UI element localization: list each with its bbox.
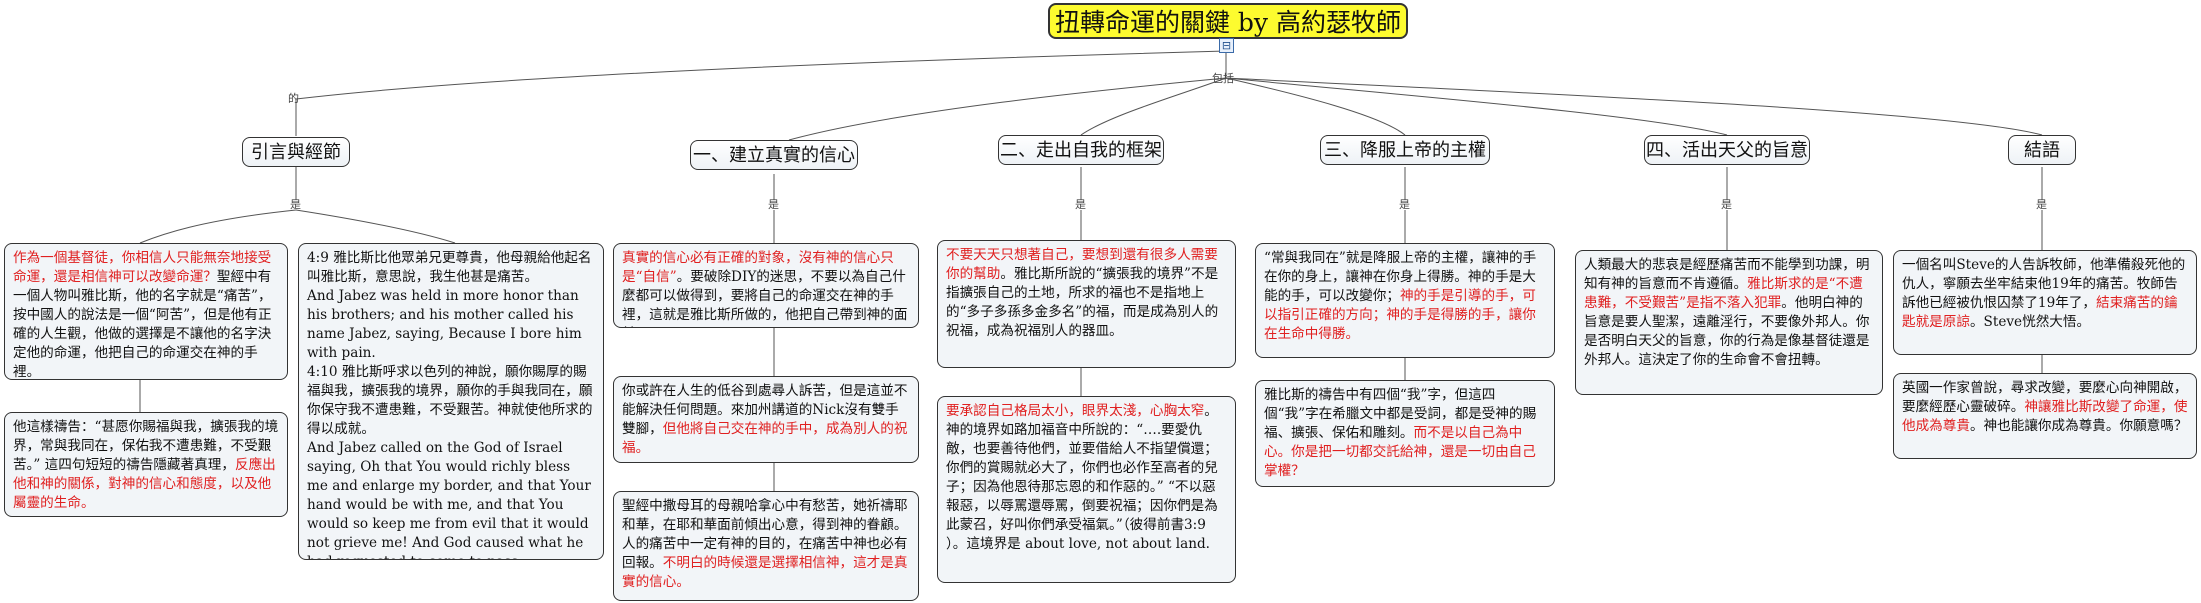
connector-label-is: 是 — [290, 198, 301, 211]
note-text-segment: And Jabez was held in more honor than hi… — [307, 288, 582, 361]
note-text-segment: 聖經中撒母耳的母親哈拿心中有愁苦，她祈禱耶和華，在耶和華面前傾出心意，得到神的眷… — [622, 498, 908, 571]
note-think-of-others[interactable]: 不要天天只想著自己，要想到還有很多人需要你的幫助。雅比斯所說的“擴張我的境界”不… — [937, 240, 1236, 368]
note-text-segment: 。他明白神的旨意是要人聖潔，遠離淫行，不要像外邦人。你是否明白天父的旨意，你的行… — [1584, 295, 1870, 368]
note-change[interactable]: 英國一作家曾說，尋求改變，要麼心向神開啟，要麼經歷心靈破碎。神讓雅比斯改變了命運… — [1893, 373, 2197, 459]
connector-label-is: 是 — [768, 198, 779, 211]
note-faith-object[interactable]: 真實的信心必有正確的對象，沒有神的信心只是“自信”。要破除DIY的迷思，不要以為… — [613, 243, 919, 328]
note-text-segment: 但他將自己交在神的手中，成為別人的祝福。 — [622, 421, 908, 456]
note-text-segment: 。要破除DIY的迷思，不要以為自己什麼都可以做得到，要將自己的命運交在神的手裡，… — [622, 269, 908, 327]
note-text-segment: 人類最大的悲哀是經歷痛苦而不能學到功課，明知有神的旨意而不肯遵循。 — [1584, 257, 1870, 292]
note-jabez-prayer[interactable]: 他這樣禱告：“甚愿你賜福與我，擴張我的境界，常與我同在，保佑我不遭患難，不受艱苦… — [4, 412, 288, 517]
note-nick[interactable]: 你或許在人生的低谷到處尋人訴苦，但是這並不能解決任何問題。來加州講道的Nick沒… — [613, 376, 919, 463]
note-scripture[interactable]: 4:9 雅比斯比他眾弟兄更尊貴，他母親給他起名叫雅比斯，意思說，我生他甚是痛苦。… — [298, 243, 604, 560]
note-text-segment: 要承認自己格局太小，眼界太淺，心胸太窄 — [946, 403, 1205, 419]
note-steve[interactable]: 一個名叫Steve的人告訴牧師，他準備殺死他的仇人，寧願去坐牢結束他19年的痛苦… — [1893, 250, 2197, 355]
note-intro-question[interactable]: 作為一個基督徒，你相信人只能無奈地接受命運，還是相信神可以改變命運？聖經中有一個… — [4, 243, 288, 380]
note-text-segment: 結束痛苦的鑰匙就是原諒 — [1902, 295, 2178, 330]
note-text-segment: 雅比斯求的是“不遭患難，不受艱苦”是指不落入犯罪 — [1584, 276, 1863, 311]
note-love-not-land[interactable]: 要承認自己格局太小，眼界太淺，心胸太窄。神的境界如路加福音中所說的：“….要愛仇… — [937, 396, 1236, 583]
note-text-segment: 。神也能讓你成為尊貴。你願意嗎？ — [1969, 418, 2188, 434]
note-text-segment: 一個名叫Steve的人告訴牧師，他準備殺死他的仇人，寧願去坐牢結束他19年的痛苦… — [1902, 257, 2186, 311]
note-text-segment: And Jabez called on the God of Israel sa… — [307, 440, 591, 559]
note-text-segment: 神讓雅比斯改變了命運，使他成為尊貴 — [1902, 399, 2188, 434]
note-text-segment: 神的手是引導的手，可以指引正確的方向；神的手是得勝的手，讓你在生命中得勝。 — [1264, 288, 1536, 342]
note-text-segment: 4:10 雅比斯呼求以色列的神說，願你賜厚的賜福與我，擴張我的境界，願你的手與我… — [307, 364, 593, 437]
topic-true-faith[interactable]: 一、建立真實的信心 — [690, 140, 858, 170]
note-text-segment: 英國一作家曾說，尋求改變，要麼心向神開啟，要麼經歷心靈破碎。 — [1902, 380, 2188, 415]
note-four-me[interactable]: 雅比斯的禱告中有四個“我”字，但這四個“我”字在希臘文中都是受詞，都是受神的賜福… — [1255, 380, 1555, 487]
note-text-segment: 而不是以自己為中心。你是把一切都交託給神，還是一切由自己掌權？ — [1264, 425, 1536, 479]
note-text-segment: 4:9 雅比斯比他眾弟兄更尊貴，他母親給他起名叫雅比斯，意思說，我生他甚是痛苦。 — [307, 250, 592, 285]
note-text-segment: 。神的境界如路加福音中所說的：“….要愛仇敵，也要善待他們，並要借給人不指望償還… — [946, 403, 1218, 552]
topic-introduction[interactable]: 引言與經節 — [242, 137, 350, 167]
connector-label-is: 是 — [1399, 198, 1410, 211]
note-text-segment: 不要天天只想著自己，要想到還有很多人需要你的幫助 — [946, 247, 1218, 282]
note-text-segment: 。Steve恍然大悟。 — [1969, 314, 2091, 330]
connector-label-includes: 包括 — [1212, 72, 1234, 85]
note-hannah[interactable]: 聖經中撒母耳的母親哈拿心中有愁苦，她祈禱耶和華，在耶和華面前傾出心意，得到神的眷… — [613, 491, 919, 601]
connector-label-of: 的 — [288, 92, 299, 105]
note-gods-will[interactable]: 人類最大的悲哀是經歷痛苦而不能學到功課，明知有神的旨意而不肯遵循。雅比斯求的是“… — [1575, 250, 1883, 395]
note-gods-hand[interactable]: “常與我同在”就是降服上帝的主權，讓神的手在你的身上，讓神在你身上得勝。神的手是… — [1255, 243, 1555, 358]
topic-conclusion[interactable]: 結語 — [2008, 135, 2076, 165]
note-text-segment: 雅比斯的禱告中有四個“我”字，但這四個“我”字在希臘文中都是受詞，都是受神的賜福… — [1264, 387, 1537, 441]
note-text-segment: 真實的信心必有正確的對象，沒有神的信心只是“自信” — [622, 250, 894, 285]
note-text-segment: 。雅比斯所說的“擴張我的境界”不是指擴張自己的土地，所求的福也不是指地上的“多子… — [946, 266, 1219, 339]
note-text-segment: 你或許在人生的低谷到處尋人訴苦，但是這並不能解決任何問題。來加州講道的Nick沒… — [622, 383, 908, 437]
connector-label-is: 是 — [1075, 198, 1086, 211]
note-text-segment: “常與我同在”就是降服上帝的主權，讓神的手在你的身上，讓神在你身上得勝。神的手是… — [1264, 250, 1537, 304]
note-text-segment: 他這樣禱告：“甚愿你賜福與我，擴張我的境界，常與我同在，保佑我不遭患難，不受艱苦… — [13, 419, 279, 473]
topic-live-gods-will[interactable]: 四、活出天父的旨意 — [1644, 135, 1810, 165]
note-text-segment: 聖經中有一個人物叫雅比斯，他的名字就是“痛苦”，按中國人的說法是一個“阿苦”，但… — [13, 269, 272, 380]
note-text-segment: 不明白的時候還是選擇相信神，這才是真實的信心。 — [622, 555, 908, 590]
connector-label-is: 是 — [2036, 198, 2047, 211]
central-topic[interactable]: 扭轉命運的關鍵 by 高約瑟牧師 — [1048, 3, 1408, 39]
note-text-segment: 作為一個基督徒，你相信人只能無奈地接受命運，還是相信神可以改變命運？ — [13, 250, 272, 285]
collapse-icon[interactable]: ⊟ — [1219, 38, 1234, 53]
topic-submit-to-god[interactable]: 三、降服上帝的主權 — [1320, 135, 1490, 165]
connector-label-is: 是 — [1721, 198, 1732, 211]
note-text-segment: 反應出他和神的關係，對神的信心和態度，以及他屬靈的生命。 — [13, 457, 276, 511]
topic-beyond-self[interactable]: 二、走出自我的框架 — [998, 135, 1164, 165]
